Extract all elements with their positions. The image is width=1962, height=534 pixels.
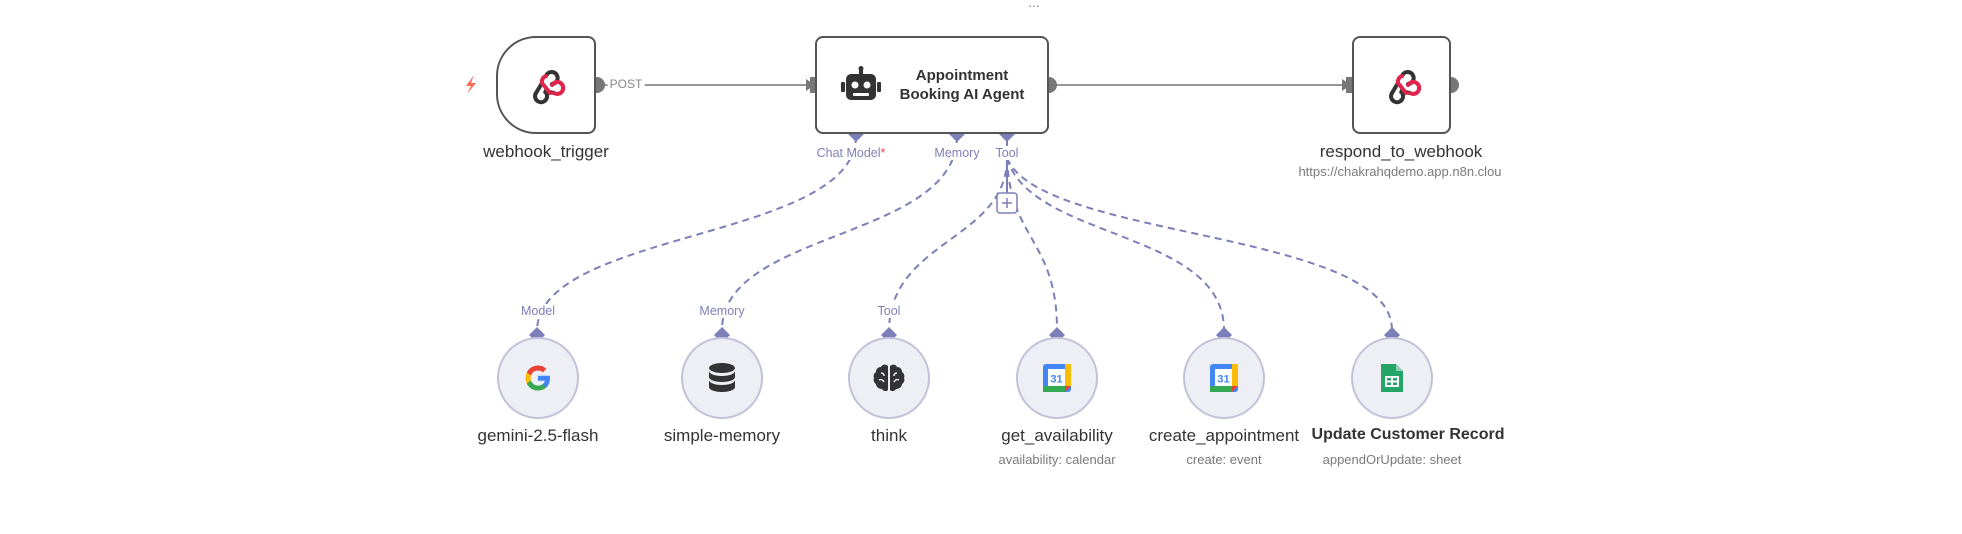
think-node[interactable] xyxy=(848,337,930,419)
database-icon xyxy=(709,363,735,392)
respond-input-port[interactable] xyxy=(1346,77,1353,93)
gemini-node[interactable] xyxy=(497,337,579,419)
memory-node-port-label: Memory xyxy=(699,304,745,318)
robot-icon xyxy=(840,66,881,100)
tool-port-label: Tool xyxy=(995,146,1019,160)
create-appointment-node[interactable]: 31 xyxy=(1183,337,1265,419)
update-record-node[interactable] xyxy=(1351,337,1433,419)
connection-create-appointment[interactable] xyxy=(1006,157,1225,331)
agent-node[interactable]: Appointment Booking AI Agent xyxy=(815,36,1049,134)
trigger-output-label: POST xyxy=(607,77,645,91)
google-icon xyxy=(525,365,550,391)
memory-title: simple-memory xyxy=(663,426,781,445)
respond-subtitle: https://chakrahqdemo.app.n8n.clou xyxy=(1298,164,1502,179)
sub-connections xyxy=(536,135,1393,331)
connection-think[interactable] xyxy=(888,157,1008,331)
calendar-day-text: 31 xyxy=(1217,374,1229,386)
calendar-day-text: 31 xyxy=(1050,374,1062,386)
webhook-icon xyxy=(533,70,566,105)
think-port-label: Tool xyxy=(877,304,901,318)
brain-icon xyxy=(873,364,905,392)
get-availability-subtitle: availability: calendar xyxy=(998,452,1116,467)
trigger-bolt-icon xyxy=(466,75,476,94)
get-availability-node[interactable]: 31 xyxy=(1016,337,1098,419)
webhook-trigger-node[interactable] xyxy=(496,36,596,134)
create-appointment-subtitle: create: event xyxy=(1186,452,1262,467)
update-record-subtitle: appendOrUpdate: sheet xyxy=(1322,452,1462,467)
google-calendar-icon: 31 xyxy=(1043,364,1071,392)
memory-node[interactable] xyxy=(681,337,763,419)
connection-memory[interactable] xyxy=(721,135,958,331)
agent-title-line1: Appointment xyxy=(915,67,1009,84)
add-tool-button[interactable] xyxy=(996,140,1018,214)
gemini-port-label: Model xyxy=(520,304,556,318)
connection-gemini[interactable] xyxy=(536,135,857,331)
more-options[interactable]: ... xyxy=(1028,0,1040,10)
respond-node[interactable] xyxy=(1352,36,1451,134)
gemini-title: gemini-2.5-flash xyxy=(477,426,599,445)
memory-port-label: Memory xyxy=(934,146,980,160)
respond-title: respond_to_webhook xyxy=(1319,142,1483,161)
agent-input-port[interactable] xyxy=(810,77,817,93)
get-availability-title: get_availability xyxy=(1001,426,1113,445)
create-appointment-title: create_appointment xyxy=(1148,426,1300,445)
google-sheets-icon xyxy=(1381,364,1403,392)
chat-model-port-label: Chat Model* xyxy=(816,146,886,160)
google-calendar-icon: 31 xyxy=(1210,364,1238,392)
agent-title-line2: Booking AI Agent xyxy=(899,86,1025,103)
think-title: think xyxy=(871,426,907,445)
webhook-trigger-title: webhook_trigger xyxy=(483,142,609,161)
connection-get-availability[interactable] xyxy=(1006,157,1058,331)
update-record-title: Update Customer Record xyxy=(1311,426,1505,443)
connection-update-record[interactable] xyxy=(1006,157,1393,331)
webhook-icon xyxy=(1388,70,1421,105)
